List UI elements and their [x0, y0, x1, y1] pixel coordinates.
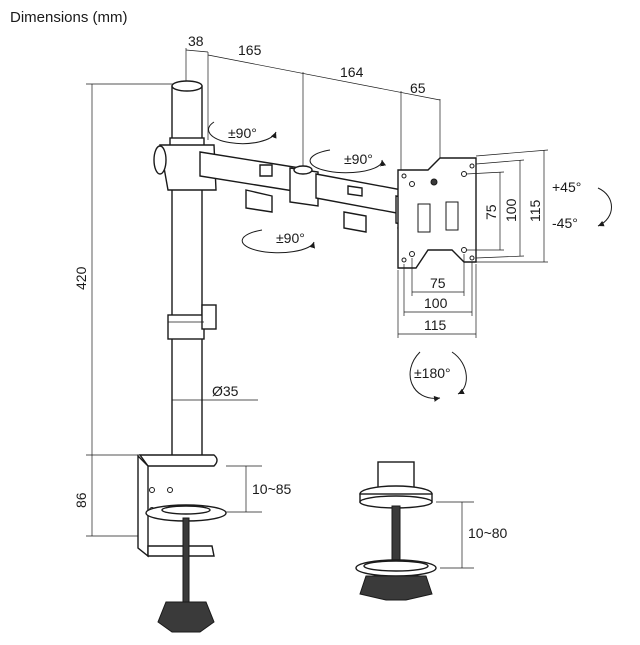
dim-pole-height: 420	[73, 266, 89, 290]
dim-vesa-v100: 100	[503, 198, 519, 222]
diagram-title: Dimensions (mm)	[10, 9, 128, 26]
label-tilt-down: -45°	[552, 215, 578, 231]
pole-height-dimension	[86, 83, 178, 537]
arm-assembly	[153, 144, 413, 233]
clamp-range-dimension	[226, 465, 262, 513]
rotate-arrow	[409, 351, 467, 402]
dim-vesa-h75: 75	[430, 275, 446, 291]
label-rotate: ±180°	[414, 365, 451, 381]
grommet-mount	[355, 461, 437, 601]
dim-clamp-range: 10~85	[252, 481, 292, 497]
dim-vesa-v115: 115	[527, 199, 543, 222]
dim-grommet-range: 10~80	[468, 525, 508, 541]
tilt-arrow	[597, 187, 612, 227]
dim-arm-offset: 38	[188, 33, 204, 49]
dim-vesa-v75: 75	[483, 204, 499, 220]
dim-clamp-height: 86	[73, 492, 89, 508]
vesa-plate	[397, 157, 477, 269]
grommet-range-dimension	[436, 501, 474, 569]
dim-vesa-h100: 100	[424, 295, 448, 311]
dim-arm-seg2: 164	[340, 64, 364, 80]
dim-pole-diameter: Ø35	[212, 383, 239, 399]
vesa-vertical-dims	[465, 149, 549, 263]
dim-arm-seg1: 165	[238, 42, 262, 58]
rotation-arrow-arm	[309, 149, 387, 174]
label-arm-swivel: ±90°	[344, 151, 373, 167]
desk-clamp	[137, 454, 227, 633]
dim-arm-seg3: 65	[410, 80, 426, 96]
rotation-arrow-lower	[241, 229, 315, 254]
dim-vesa-h115: 115	[424, 317, 447, 333]
label-tilt-up: +45°	[552, 179, 581, 195]
label-pole-swivel: ±90°	[228, 125, 257, 141]
vesa-horizontal-dims	[397, 254, 477, 338]
top-dimension-lines	[185, 48, 441, 182]
label-lower-swivel: ±90°	[276, 230, 305, 246]
rotation-arrow-pole	[207, 121, 277, 145]
